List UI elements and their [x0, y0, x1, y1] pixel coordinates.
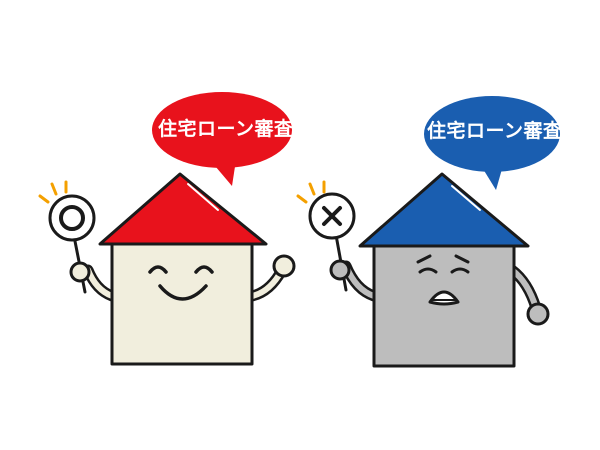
right-house-right-arm: [506, 264, 550, 326]
right-house-face: [416, 254, 470, 306]
right-house: [296, 96, 560, 368]
left-house-roof: [98, 172, 268, 246]
right-house-roof: [358, 172, 530, 248]
right-speech-bubble: [424, 96, 560, 190]
left-house: [38, 92, 296, 366]
left-house-left-arm: [69, 261, 118, 302]
left-sparkle-icon: [38, 180, 68, 204]
left-speech-bubble: [152, 92, 292, 186]
left-house-face: [148, 265, 214, 301]
right-bubble-text: 住宅ローン審査: [427, 120, 563, 142]
right-sparkle-icon: [296, 180, 326, 204]
right-batsu-sign: [308, 192, 356, 292]
left-house-wall: [110, 238, 254, 366]
left-house-right-arm: [246, 254, 296, 302]
right-house-left-arm: [329, 259, 380, 302]
left-bubble-text: 住宅ローン審査: [158, 118, 294, 140]
